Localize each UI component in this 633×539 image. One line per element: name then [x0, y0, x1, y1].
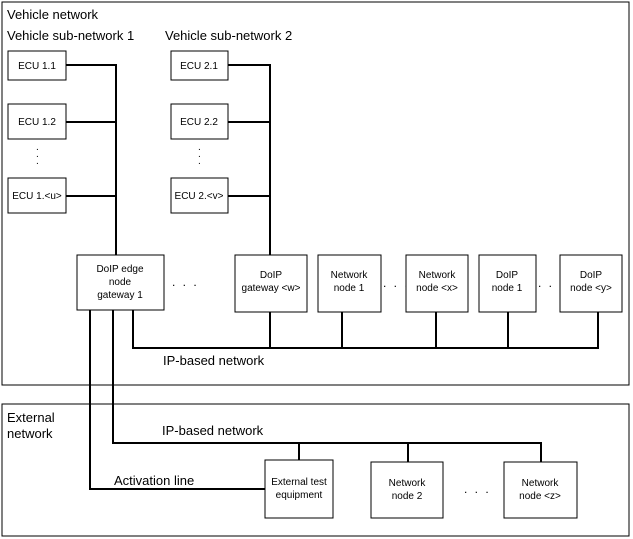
- vehicle-subnet-1-title: Vehicle sub-network 1: [7, 28, 134, 43]
- network-node-x-label-line1: Network: [419, 270, 457, 281]
- ellipsis-dot: .: [198, 149, 201, 160]
- vehicle-network-frame: [1, 1, 630, 386]
- doip-gateway-w-label-line1: DoIP: [260, 270, 283, 281]
- ecu-2-1-box: [170, 50, 229, 81]
- vehicle-ip-network-label: IP-based network: [163, 353, 265, 368]
- doip-edge-gateway-label-line1: DoIP edge: [96, 264, 144, 275]
- ecu-1-1-box: [7, 50, 67, 81]
- doip-node-y-box: [559, 254, 623, 313]
- doip-node-y-label-line2: node <y>: [570, 283, 612, 294]
- vehicle-subnet-2-title: Vehicle sub-network 2: [165, 28, 292, 43]
- external-network-node-2-label-line1: Network: [389, 478, 427, 489]
- network-node-1-box: [317, 254, 382, 313]
- subnet-2-bus-wire: [228, 64, 271, 255]
- ecu-1-u-box: [7, 177, 67, 214]
- external-network-node-z-label-line2: node <z>: [519, 491, 561, 502]
- subnet-1-vertical-ellipsis: . . .: [36, 142, 39, 167]
- network-node-ellipsis: . . .: [383, 276, 410, 290]
- doip-gateway-w-label-line2: gateway <w>: [242, 283, 301, 294]
- external-test-equipment-label-line2: equipment: [276, 490, 323, 501]
- doip-node-ellipsis: . . .: [538, 276, 565, 290]
- network-node-1-label-line2: node 1: [334, 283, 365, 294]
- subnet-2-wires: [228, 64, 271, 255]
- ecu-2-v-label: ECU 2.<v>: [175, 191, 224, 202]
- external-network-node-2-label-line2: node 2: [392, 491, 423, 502]
- vehicle-ip-bus-wire: [132, 310, 599, 349]
- external-test-equipment-label-line1: External test: [271, 477, 327, 488]
- doip-edge-gateway-box: [76, 254, 165, 311]
- network-node-x-box: [405, 254, 469, 313]
- doip-node-1-box: [478, 254, 537, 313]
- network-node-x-label-line2: node <x>: [416, 283, 458, 294]
- external-node-ellipsis: . . .: [464, 482, 491, 496]
- doip-edge-gateway-label-line3: gateway 1: [97, 290, 143, 301]
- doip-node-1-label-line2: node 1: [492, 283, 523, 294]
- ecu-1-2-label: ECU 1.2: [18, 117, 56, 128]
- external-test-equipment-box: [264, 459, 334, 519]
- doip-node-y-label-line1: DoIP: [580, 270, 603, 281]
- external-network-node-2-box: [370, 461, 444, 519]
- ecu-2-2-box: [170, 103, 229, 140]
- vehicle-ip-network-wires: [132, 310, 599, 349]
- ellipsis-dot: .: [36, 142, 39, 153]
- external-ip-network-label: IP-based network: [162, 423, 264, 438]
- doip-edge-gateway-label-line2: node: [109, 277, 132, 288]
- external-network-wires: [89, 310, 542, 490]
- external-network-node-z-box: [503, 461, 578, 519]
- subnet-1-bus-wire: [66, 64, 117, 255]
- subnet-2-vertical-ellipsis: . . .: [198, 142, 201, 167]
- ellipsis-dot: .: [198, 142, 201, 153]
- ellipsis-dot: .: [198, 156, 201, 167]
- ecu-1-u-label: ECU 1.<u>: [12, 191, 62, 202]
- gateway-ellipsis: . . .: [172, 275, 199, 289]
- doip-gateway-w-box: [234, 254, 308, 313]
- external-ip-bus-wire: [112, 310, 542, 462]
- ellipsis-dot: .: [36, 156, 39, 167]
- activation-line-label: Activation line: [114, 473, 194, 488]
- external-network-title-line1: External: [7, 410, 55, 425]
- ecu-2-1-label: ECU 2.1: [180, 61, 218, 72]
- subnet-1-wires: [66, 64, 117, 255]
- external-network-frame: [1, 403, 630, 537]
- network-node-1-label-line1: Network: [331, 270, 369, 281]
- vehicle-network-title: Vehicle network: [7, 7, 99, 22]
- activation-line-wire: [89, 310, 265, 490]
- ecu-2-2-label: ECU 2.2: [180, 117, 218, 128]
- ecu-2-v-box: [170, 177, 229, 214]
- external-network-title-line2: network: [7, 426, 53, 441]
- external-network-node-z-label-line1: Network: [522, 478, 560, 489]
- ecu-1-1-label: ECU 1.1: [18, 61, 56, 72]
- ellipsis-dot: .: [36, 149, 39, 160]
- ecu-1-2-box: [7, 103, 67, 140]
- doip-node-1-label-line1: DoIP: [496, 270, 519, 281]
